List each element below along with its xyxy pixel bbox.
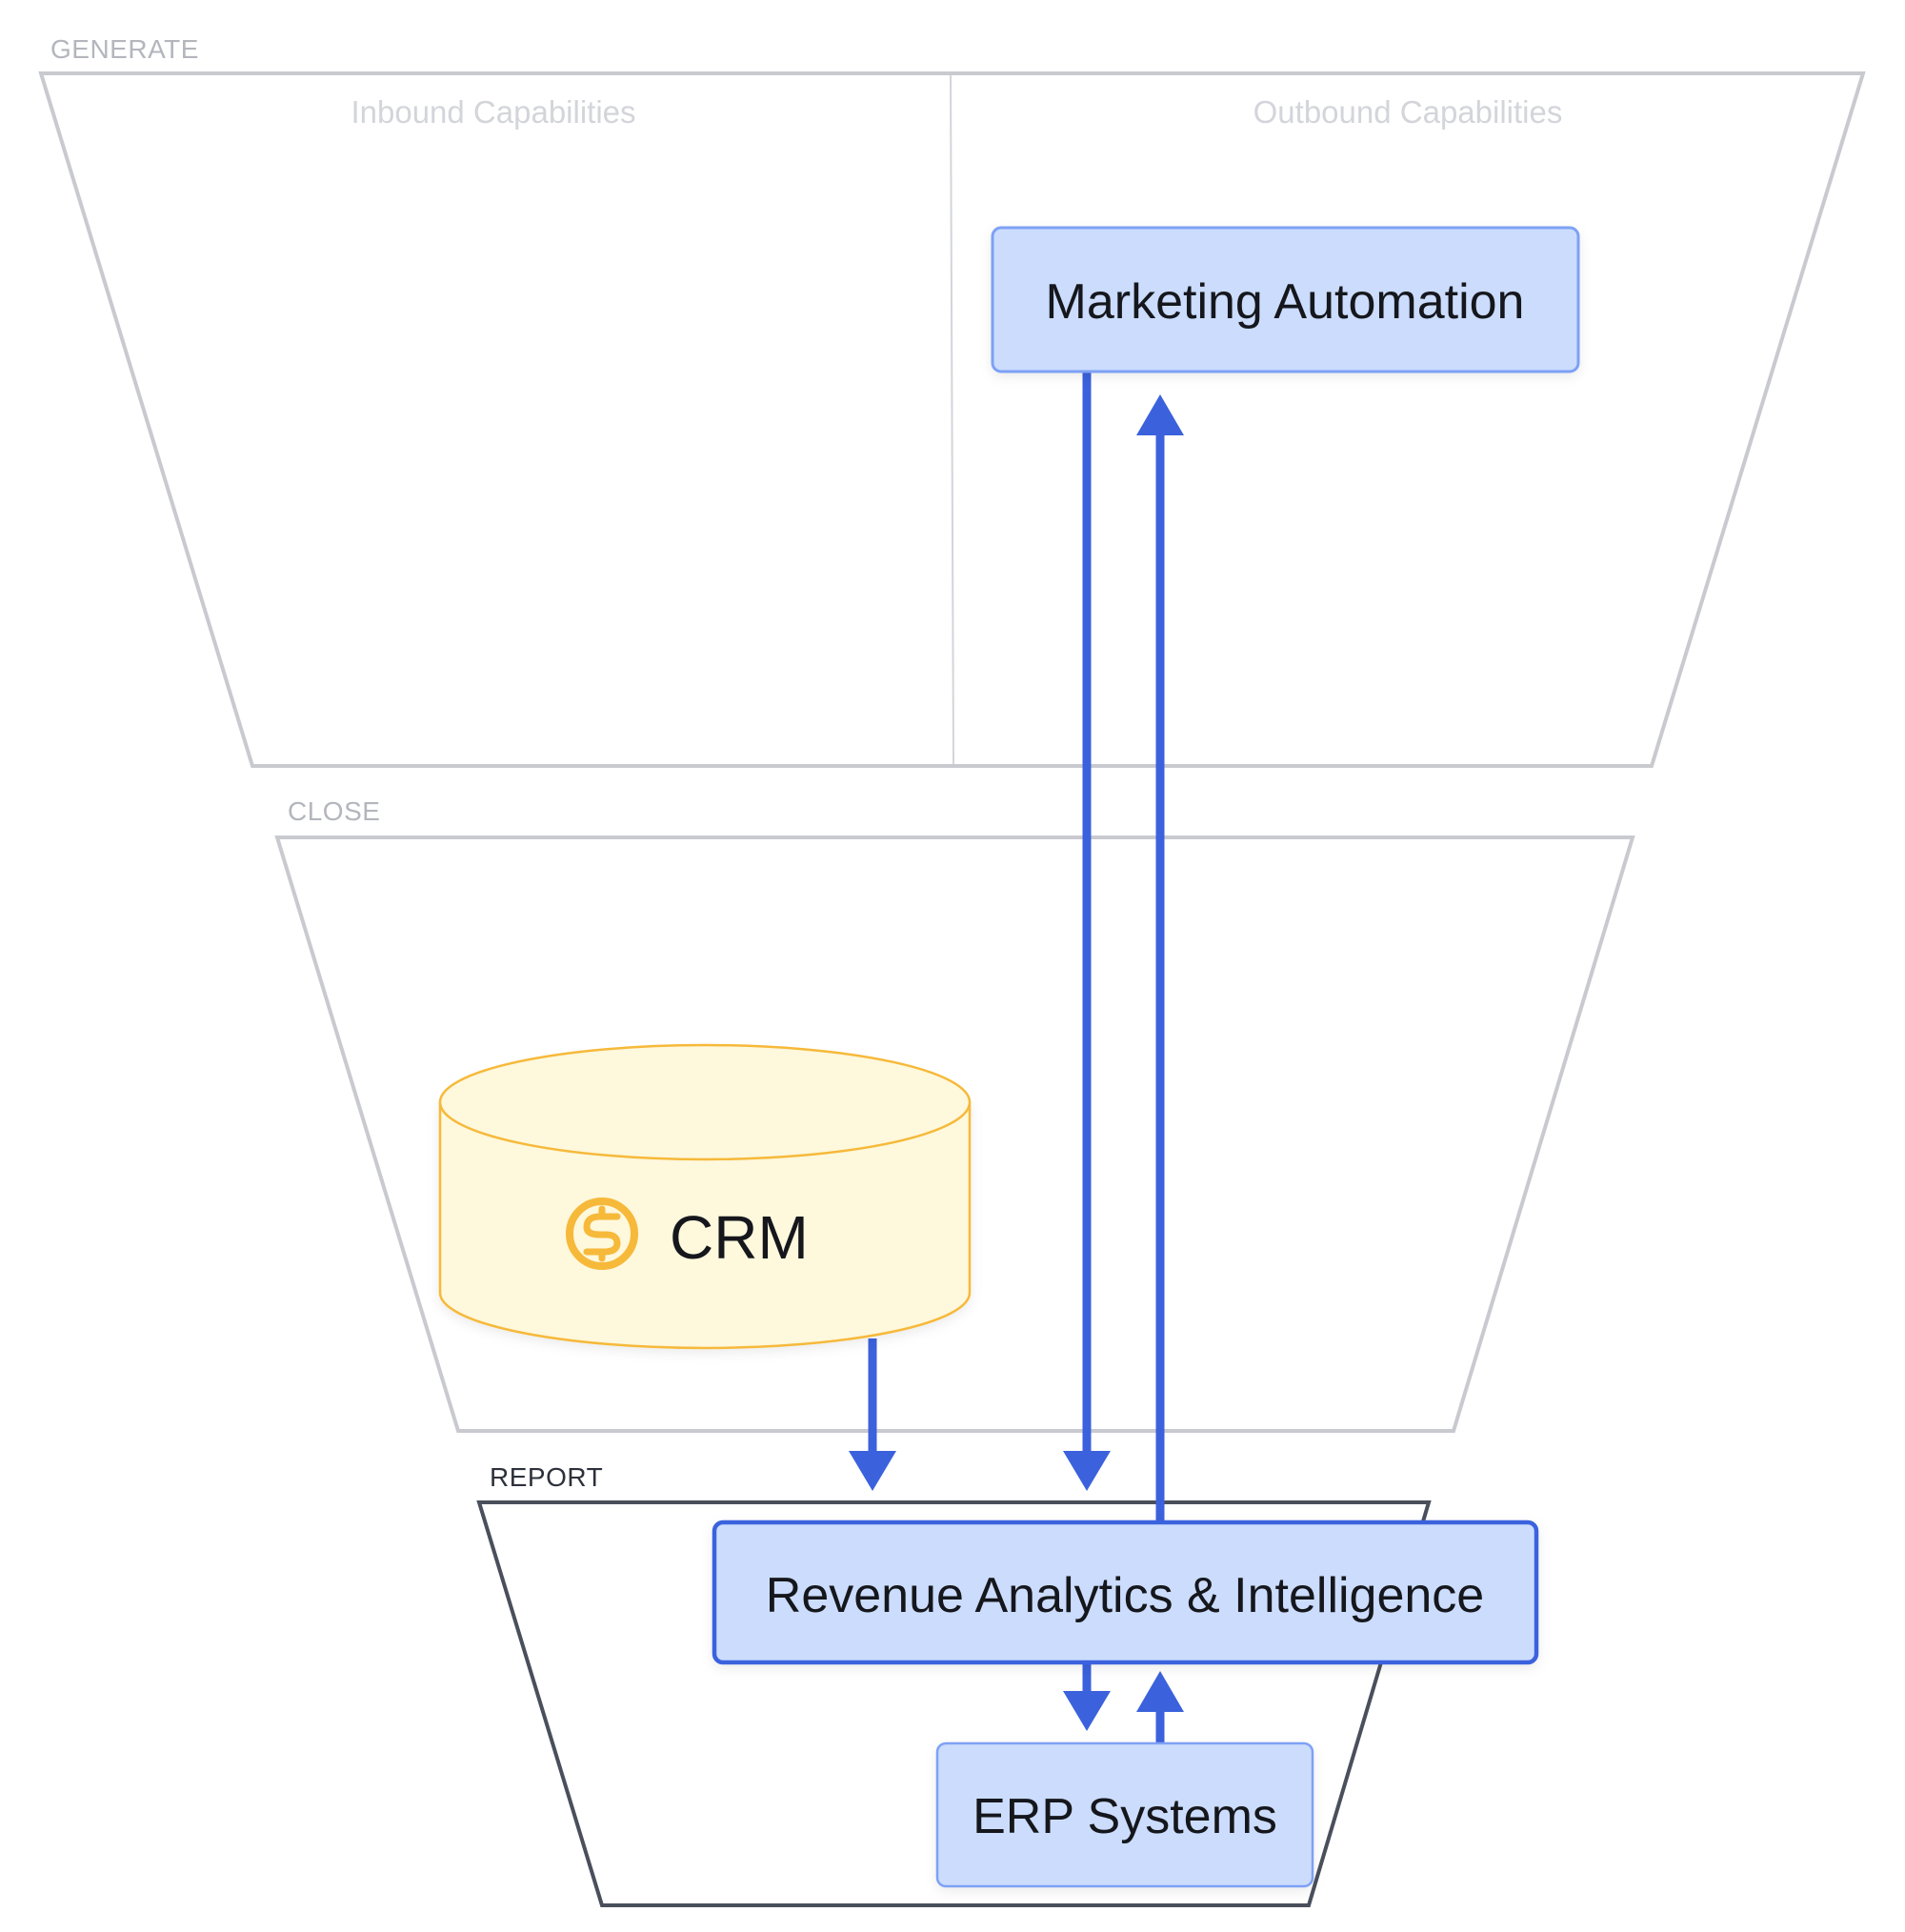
column-label-outbound: Outbound Capabilities (1253, 94, 1563, 130)
stage-generate-outline (38, 71, 1866, 768)
node-erp-systems[interactable]: ERP Systems (935, 1741, 1314, 1888)
stage-report[interactable]: REPORT (476, 1462, 1432, 1907)
stage-close-outline (274, 835, 1635, 1433)
stage-label-report: REPORT (490, 1462, 603, 1492)
node-revenue-analytics[interactable]: Revenue Analytics & Intelligence (712, 1519, 1539, 1665)
stage-close[interactable]: CLOSE (274, 796, 1635, 1433)
stage-report-outline (476, 1500, 1432, 1907)
node-crm-label: CRM (670, 1203, 809, 1272)
node-revenue-analytics-box (712, 1519, 1539, 1665)
stage-label-generate: GENERATE (50, 34, 199, 64)
node-crm-body (438, 1100, 972, 1350)
column-divider (950, 74, 954, 765)
edge-revenue-to-erp-arrowhead (1063, 1691, 1111, 1731)
edge-marketing-to-revenue-arrowhead (1063, 1451, 1111, 1491)
stage-label-close: CLOSE (288, 796, 380, 826)
column-label-inbound: Inbound Capabilities (351, 94, 635, 130)
node-marketing-automation-box (991, 226, 1580, 373)
dollar-coin-icon (566, 1197, 638, 1270)
edge-revenue-to-marketing-arrowhead (1136, 394, 1184, 435)
edge-erp-to-revenue-arrowhead (1136, 1671, 1184, 1712)
stage-generate[interactable]: GENERATE Inbound Capabilities Outbound C… (38, 34, 1866, 768)
node-marketing-automation[interactable]: Marketing Automation (991, 226, 1580, 373)
node-revenue-analytics-label: Revenue Analytics & Intelligence (766, 1568, 1484, 1623)
node-marketing-automation-label: Marketing Automation (1046, 274, 1525, 330)
node-crm[interactable]: CRM (438, 1043, 972, 1350)
node-crm-top (438, 1043, 972, 1161)
node-erp-systems-label: ERP Systems (973, 1789, 1277, 1844)
edges (849, 372, 1184, 1743)
node-erp-systems-box (935, 1741, 1314, 1888)
edge-crm-to-revenue-arrowhead (849, 1451, 896, 1491)
